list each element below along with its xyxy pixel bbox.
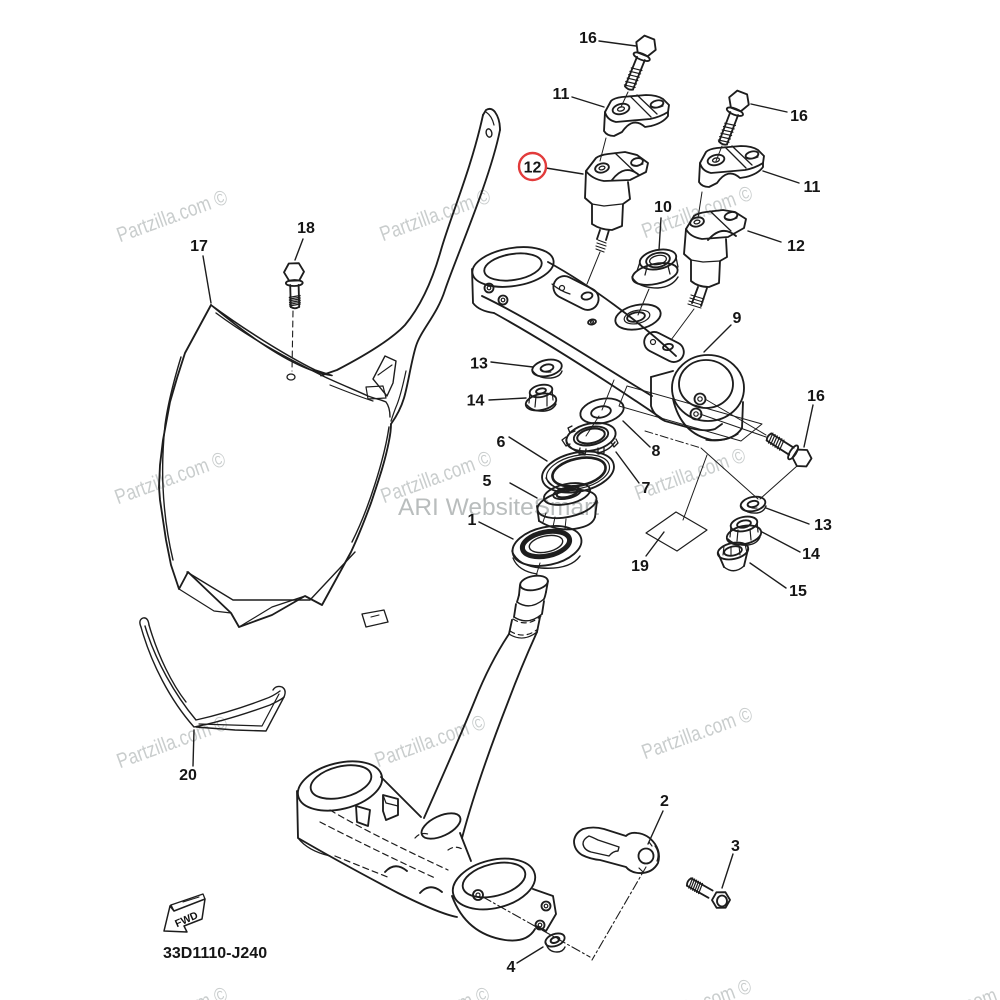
svg-text:18: 18 — [297, 220, 315, 237]
svg-text:1: 1 — [468, 512, 477, 529]
svg-text:Partzilla.com ©: Partzilla.com © — [638, 975, 755, 1000]
svg-text:11: 11 — [553, 86, 570, 103]
svg-text:Partzilla.com ©: Partzilla.com © — [114, 712, 231, 773]
svg-text:Partzilla.com ©: Partzilla.com © — [372, 711, 489, 772]
svg-text:11: 11 — [804, 179, 821, 196]
svg-text:14: 14 — [467, 393, 485, 410]
svg-text:8: 8 — [652, 443, 661, 460]
svg-text:FWD: FWD — [173, 909, 200, 930]
svg-text:16: 16 — [790, 108, 808, 125]
svg-text:14: 14 — [802, 546, 820, 563]
svg-text:16: 16 — [579, 30, 597, 47]
svg-text:17: 17 — [190, 238, 208, 255]
svg-text:13: 13 — [470, 356, 488, 373]
svg-text:20: 20 — [179, 767, 197, 784]
svg-text:33D1110-J240: 33D1110-J240 — [163, 945, 267, 962]
svg-text:Partzilla.com ©: Partzilla.com © — [114, 186, 231, 247]
svg-text:3: 3 — [731, 838, 740, 855]
svg-text:6: 6 — [497, 434, 506, 451]
svg-text:16: 16 — [807, 388, 825, 405]
svg-text:4: 4 — [507, 959, 516, 976]
svg-text:10: 10 — [654, 199, 672, 216]
svg-text:Partzilla.com ©: Partzilla.com © — [639, 703, 756, 764]
svg-text:Partzilla.com ©: Partzilla.com © — [376, 983, 493, 1000]
svg-text:Partzilla.com ©: Partzilla.com © — [900, 978, 1000, 1000]
svg-text:19: 19 — [631, 558, 649, 575]
svg-text:Partzilla.com ©: Partzilla.com © — [112, 448, 229, 509]
svg-text:Partzilla.com ©: Partzilla.com © — [114, 983, 231, 1000]
svg-text:7: 7 — [642, 480, 651, 497]
svg-text:Partzilla.com ©: Partzilla.com © — [377, 185, 494, 246]
svg-text:12: 12 — [524, 160, 542, 177]
svg-text:9: 9 — [733, 310, 742, 327]
svg-text:12: 12 — [787, 238, 805, 255]
svg-text:5: 5 — [483, 473, 492, 490]
svg-text:2: 2 — [660, 793, 669, 810]
svg-text:15: 15 — [789, 583, 807, 600]
svg-text:13: 13 — [814, 517, 832, 534]
